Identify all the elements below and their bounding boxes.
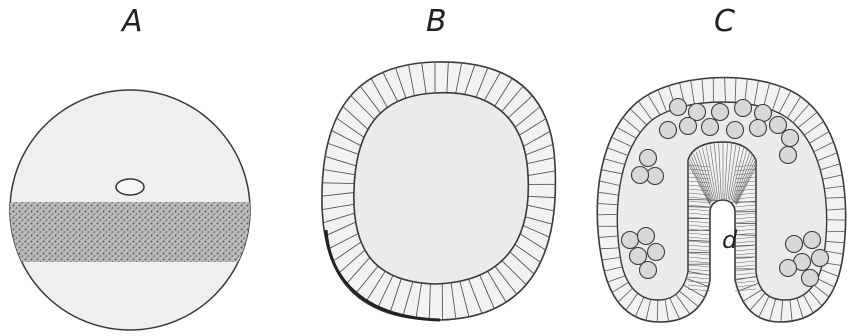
mesenchyme-cell (782, 130, 799, 147)
cell-boundary (735, 211, 756, 212)
mesenchyme-cell (702, 119, 719, 136)
mesenchyme-cell (780, 147, 797, 164)
mesenchyme-cell (647, 168, 664, 185)
mesenchyme-cell (648, 244, 665, 261)
archenteron-label-d: d (722, 226, 738, 254)
mesenchyme-cell (804, 232, 821, 249)
gastrula-drawing: d (580, 0, 862, 336)
panel-c: C d (580, 0, 862, 336)
mesenchyme-cell (780, 260, 797, 277)
blastocoel-cavity (354, 93, 528, 284)
mesenchyme-cell (638, 228, 655, 245)
mesenchyme-cell (812, 250, 829, 267)
mesenchyme-cell (622, 232, 639, 249)
mesenchyme-cell (660, 122, 677, 139)
panel-b: B (290, 0, 580, 336)
panel-a: A (0, 0, 290, 336)
stippled-band (0, 202, 260, 262)
mesenchyme-cell (727, 122, 744, 139)
mesenchyme-cell (770, 117, 787, 134)
nucleus (116, 179, 144, 195)
mesenchyme-cell (755, 105, 772, 122)
mesenchyme-cell (670, 99, 687, 116)
mesenchyme-cell (632, 167, 649, 184)
mesenchyme-cell (640, 150, 657, 167)
mesenchyme-cell (735, 100, 752, 117)
blastula-drawing (290, 0, 580, 336)
mesenchyme-cell (802, 270, 819, 287)
mesenchyme-cell (712, 104, 729, 121)
egg-drawing (0, 0, 290, 336)
mesenchyme-cell (680, 118, 697, 135)
mesenchyme-cell (640, 262, 657, 279)
mesenchyme-cell (750, 120, 767, 137)
mesenchyme-cell (786, 236, 803, 253)
